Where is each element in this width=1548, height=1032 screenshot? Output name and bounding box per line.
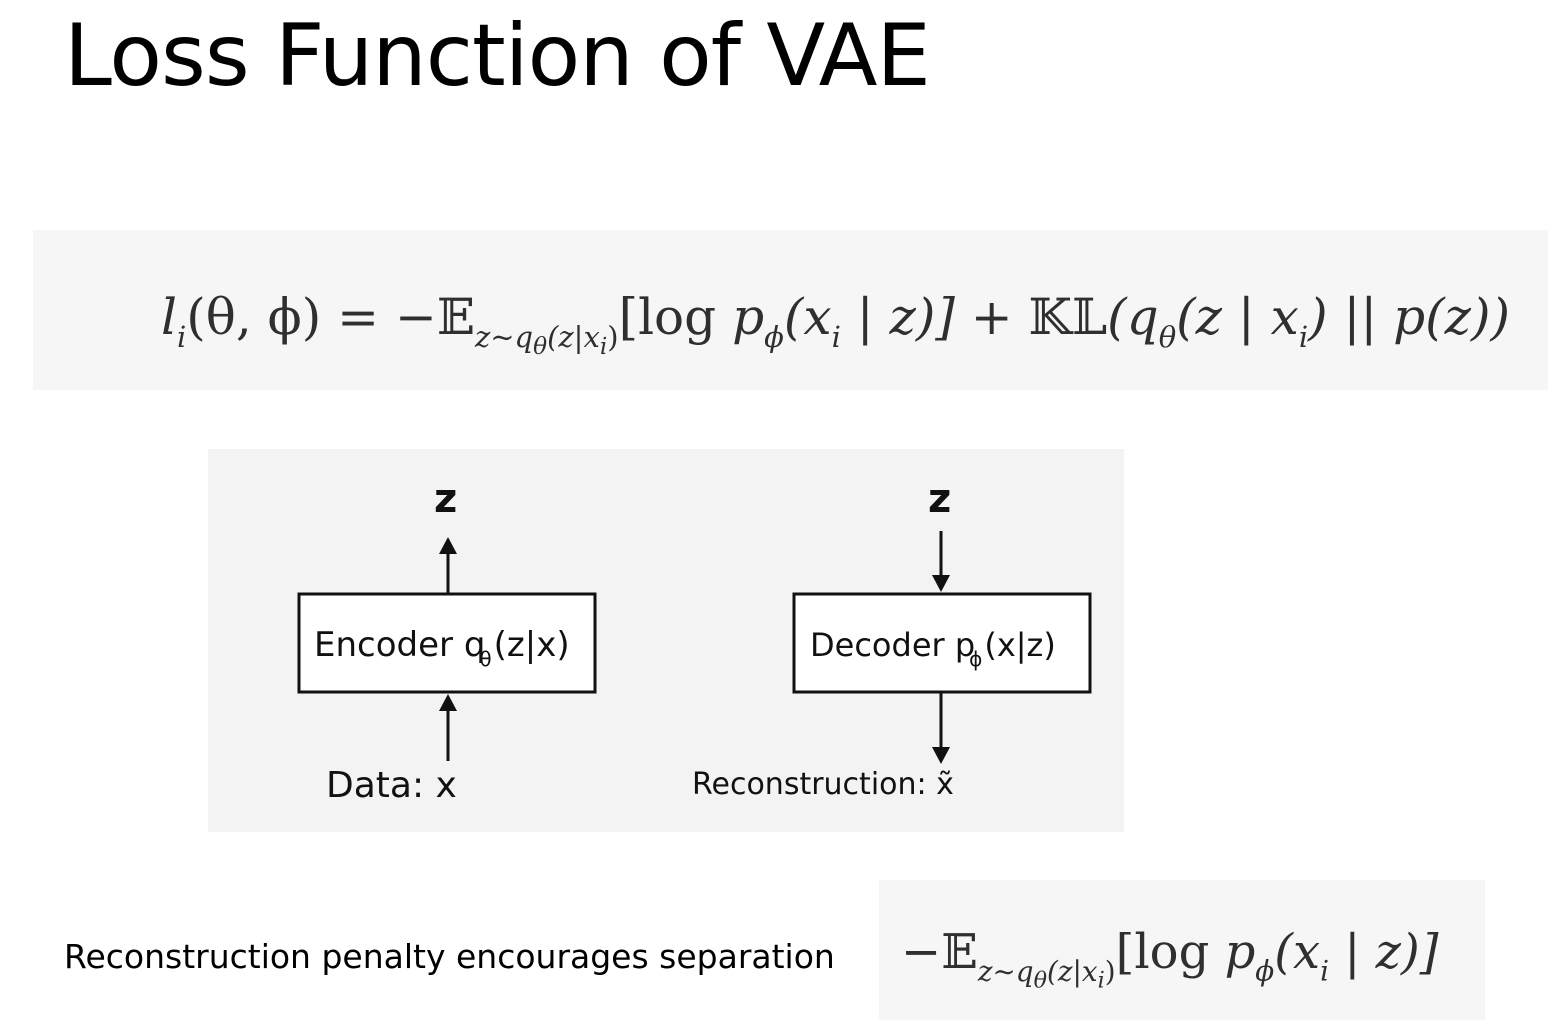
decoder-input-z: z <box>928 476 952 522</box>
vae-diagram: Encoder qθ(z|x) Decoder pϕ(x|z) z z Data… <box>208 449 1124 832</box>
reconstruction-caption: Reconstruction penalty encourages separa… <box>64 937 835 976</box>
encoder-input-arrowhead <box>439 694 457 711</box>
decoder-output-arrowhead <box>932 747 950 764</box>
decoder-box <box>792 592 1092 694</box>
loss-equation-panel: li(θ, ϕ) = −𝔼z∼qθ(z|xi)[log pϕ(xi | z)] … <box>33 230 1548 390</box>
diagram-shapes <box>297 531 1092 764</box>
kl-symbol: 𝕂𝕃 <box>1028 288 1108 346</box>
reconstruction-term: −𝔼z∼qθ(z|xi)[log pϕ(xi | z)] <box>901 924 1439 994</box>
expectation-symbol: 𝔼 <box>436 288 475 346</box>
slide-title: Loss Function of VAE <box>64 6 931 106</box>
reconstruction-term-panel: −𝔼z∼qθ(z|xi)[log pϕ(xi | z)] <box>879 880 1485 1020</box>
decoder-output-label: Reconstruction: x̃ <box>692 767 954 802</box>
encoder-output-arrowhead <box>439 537 457 554</box>
loss-equation: li(θ, ϕ) = −𝔼z∼qθ(z|xi)[log pϕ(xi | z)] … <box>161 288 1510 360</box>
decoder-label: Decoder pϕ(x|z) <box>810 626 1056 671</box>
decoder-input-arrowhead <box>932 575 950 592</box>
encoder-label: Encoder qθ(z|x) <box>314 625 570 671</box>
encoder-output-z: z <box>434 476 458 522</box>
encoder-box <box>297 592 597 694</box>
encoder-input-label: Data: x <box>326 765 457 806</box>
expectation-symbol: 𝔼 <box>941 924 978 980</box>
